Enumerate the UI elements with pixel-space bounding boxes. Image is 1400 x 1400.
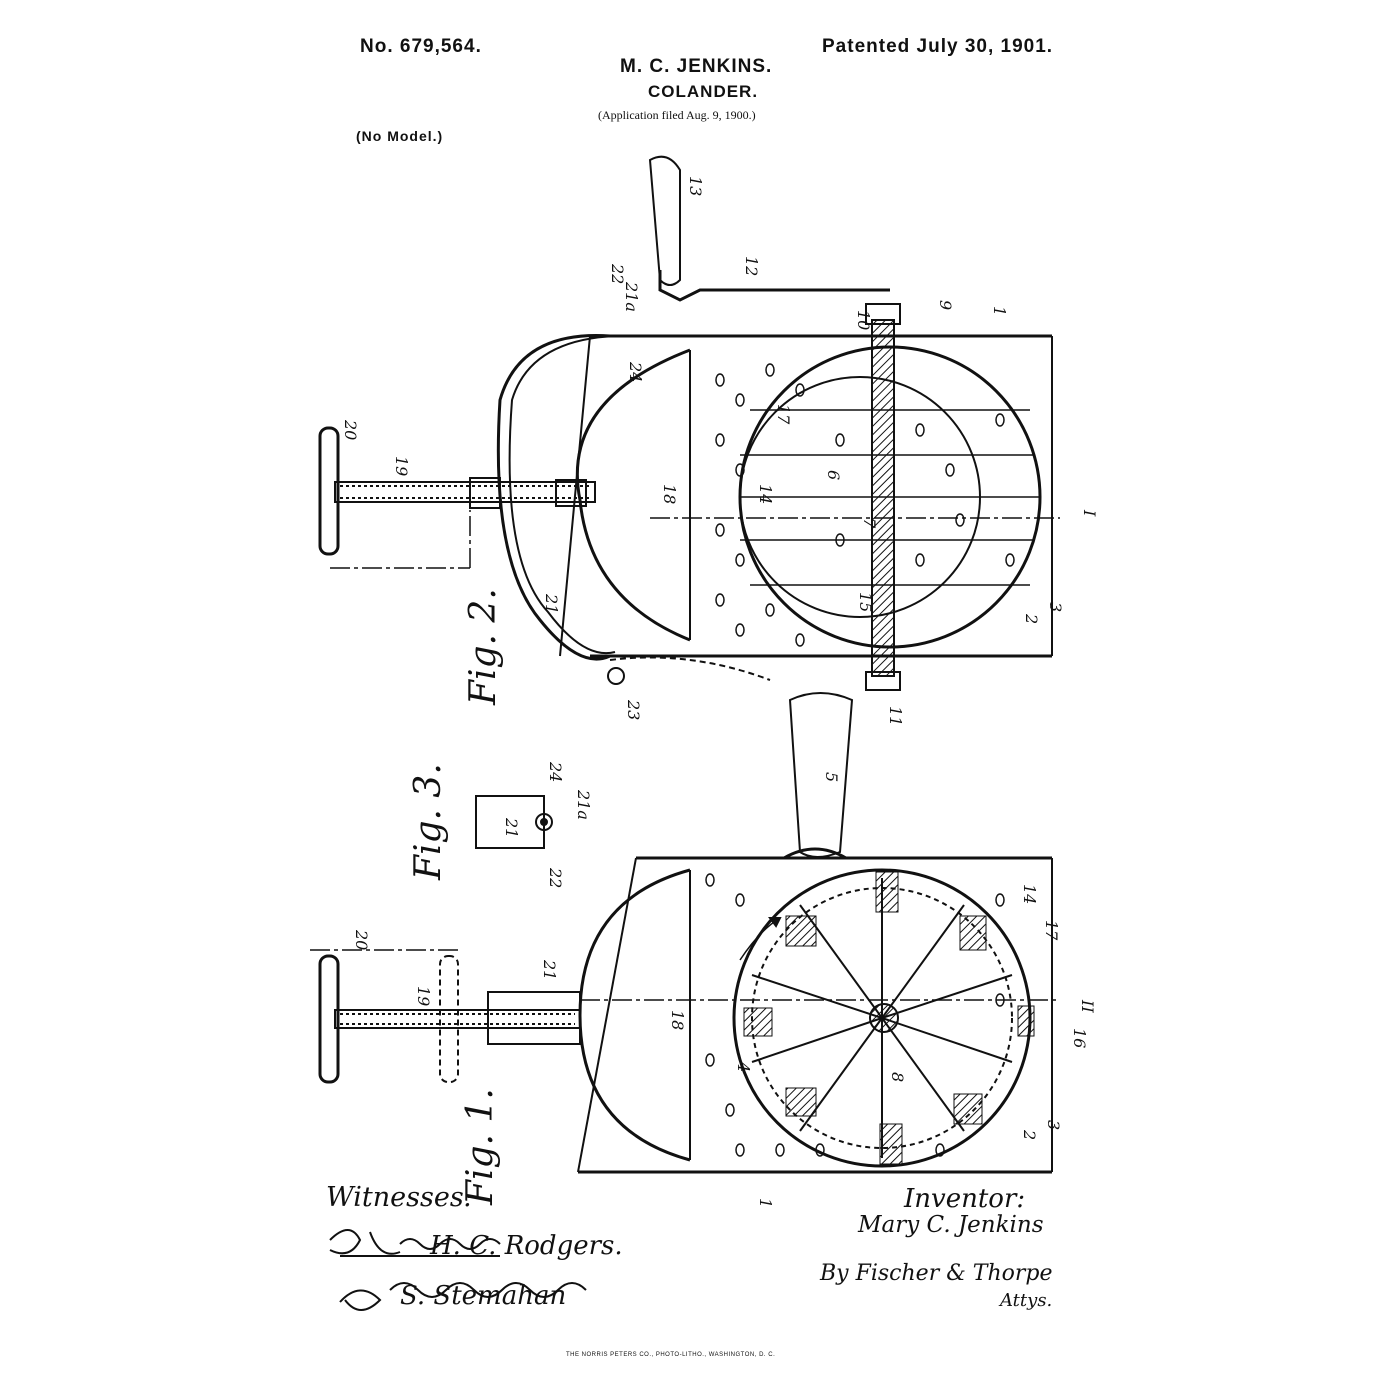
fig2-reference-numerals: 20 19 22 21a 13 12 1 9 10 24 17 14 18 I … xyxy=(341,176,1099,726)
figure-2-drawing xyxy=(318,155,1060,691)
ref-label: 21a xyxy=(574,789,593,820)
ref-label: 2 xyxy=(1022,613,1041,624)
ref-label: 13 xyxy=(686,176,705,196)
ref-label: 6 xyxy=(824,470,843,480)
ref-label: 16 xyxy=(1070,1028,1089,1048)
patent-number: No. 679,564. xyxy=(360,36,482,57)
ref-label: 21a xyxy=(622,281,641,312)
figure-3-label: Fig. 3. xyxy=(408,763,449,881)
ref-label: 12 xyxy=(742,256,761,276)
ref-label: 14 xyxy=(756,484,775,504)
ref-label: 9 xyxy=(936,300,955,310)
ref-label: 21 xyxy=(540,959,559,980)
ref-label: I xyxy=(1080,509,1099,517)
filing-date: (Application filed Aug. 9, 1900.) xyxy=(598,108,756,122)
witness-2-name: S. Stemahan xyxy=(400,1281,566,1311)
attorneys-abbr: Attys. xyxy=(998,1290,1052,1311)
attorneys-signature: By Fischer & Thorpe xyxy=(819,1261,1052,1286)
printer-credit: THE NORRIS PETERS CO., PHOTO-LITHO., WAS… xyxy=(566,1352,776,1358)
ref-label: 2 xyxy=(1020,1129,1039,1140)
figure-1-drawing xyxy=(310,692,1060,1174)
fig1-reference-numerals: 20 19 21 5 14 17 18 II 16 8 4 2 3 1 xyxy=(352,772,1097,1208)
fig3-reference-numerals: 24 21a 21 22 xyxy=(502,761,593,888)
ref-label: 21 xyxy=(542,593,561,614)
figure-3-drawing xyxy=(475,795,553,849)
ref-label: 23 xyxy=(624,699,643,720)
ref-label: 20 xyxy=(352,929,371,950)
inventor-name-header: M. C. JENKINS. xyxy=(620,56,773,77)
ref-label: 1 xyxy=(990,306,1009,316)
ref-label: 5 xyxy=(822,772,841,782)
patent-date: Patented July 30, 1901. xyxy=(822,36,1054,57)
figure-2-label: Fig. 2. xyxy=(463,588,504,706)
ref-label: 17 xyxy=(774,404,793,425)
ref-label: 10 xyxy=(854,310,873,330)
ref-label: 8 xyxy=(888,1072,907,1082)
ref-label: 21 xyxy=(502,817,521,838)
ref-label: II xyxy=(1078,999,1097,1013)
ref-label: 22 xyxy=(546,867,565,888)
ref-label: 4 xyxy=(734,1061,753,1072)
witnesses-label: Witnesses: xyxy=(326,1182,473,1213)
figure-1-label: Fig. 1. xyxy=(460,1088,501,1206)
ref-label: 20 xyxy=(341,419,360,440)
ref-label: 7 xyxy=(860,518,879,529)
ref-label: 19 xyxy=(414,986,433,1006)
ref-label: 15 xyxy=(856,592,875,612)
ref-label: 14 xyxy=(1020,884,1039,904)
ref-label: 24 xyxy=(546,761,565,782)
ref-label: 19 xyxy=(392,456,411,476)
inventor-label: Inventor: xyxy=(904,1184,1026,1214)
ref-label: 18 xyxy=(660,484,679,504)
ref-label: 11 xyxy=(886,706,905,726)
witness-signature-1 xyxy=(329,1229,501,1257)
ref-label: 1 xyxy=(756,1198,775,1208)
ref-label: 3 xyxy=(1044,1120,1063,1130)
inventor-signature: Mary C. Jenkins xyxy=(858,1212,1044,1238)
document-title: COLANDER. xyxy=(648,82,759,101)
witness-signature-2 xyxy=(339,1282,587,1311)
ref-label: 22 xyxy=(608,263,627,284)
model-note: (No Model.) xyxy=(356,128,444,144)
witness-1-name: H. C. Rodgers. xyxy=(429,1231,623,1261)
ref-label: 3 xyxy=(1046,602,1065,612)
ref-label: 18 xyxy=(668,1010,687,1030)
ref-label: 24 xyxy=(626,361,645,382)
ref-label: 17 xyxy=(1042,920,1061,941)
